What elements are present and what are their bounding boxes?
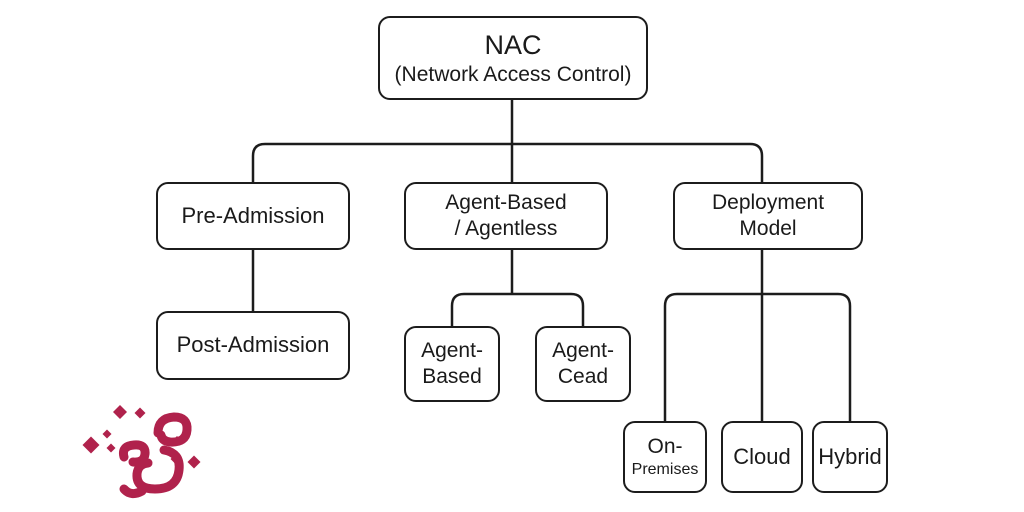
- node-post-admission-label: Post-Admission: [176, 332, 330, 358]
- connector-deploy-crossbar: [663, 292, 852, 421]
- node-cloud-label: Cloud: [733, 443, 791, 469]
- node-pre-admission-label: Pre-Admission: [181, 202, 325, 228]
- node-hybrid-label: Hybrid: [818, 443, 882, 469]
- connector-group: [251, 99, 852, 421]
- node-nac-subtitle: (Network Access Control): [394, 62, 632, 86]
- node-agent-cead-line1: Agent-: [552, 339, 614, 363]
- brand-logo-icon: [82, 405, 201, 499]
- node-nac-title: NAC: [484, 29, 542, 60]
- node-agent-based: Agent- Based: [404, 326, 500, 402]
- logo-stroke: [132, 445, 184, 494]
- node-pre-admission: Pre-Admission: [156, 182, 350, 250]
- node-deployment-model-line1: Deployment: [711, 191, 825, 215]
- logo-diamond: [187, 455, 201, 469]
- node-deployment-model-line2: Model: [739, 217, 797, 240]
- connector-top-crossbar: [251, 142, 764, 182]
- node-agent-based-agentless: Agent-Based / Agentless: [404, 182, 608, 250]
- node-cloud: Cloud: [721, 421, 803, 493]
- node-post-admission: Post-Admission: [156, 311, 350, 380]
- logo-diamond: [106, 443, 116, 453]
- node-on-premises-line1: On-: [647, 435, 683, 459]
- node-hybrid: Hybrid: [812, 421, 888, 493]
- node-deployment-model: Deployment Model: [673, 182, 863, 250]
- node-agent-based-line2: Based: [422, 365, 482, 388]
- node-on-premises: On- Premises: [623, 421, 707, 493]
- connector-mode-crossbar: [450, 292, 585, 326]
- node-agent-cead: Agent- Cead: [535, 326, 631, 402]
- logo-stroke: [153, 412, 192, 447]
- logo-diamond: [102, 429, 112, 439]
- logo-calligraphy: [119, 412, 192, 499]
- node-nac: NAC (Network Access Control): [378, 16, 648, 100]
- logo-diamond: [113, 405, 127, 419]
- node-on-premises-line2: Premises: [631, 461, 699, 479]
- node-agent-based-line1: Agent-: [421, 339, 483, 363]
- logo-diamond: [134, 407, 146, 419]
- logo-stroke: [119, 440, 150, 467]
- logo-diamond: [82, 436, 100, 454]
- node-agent-cead-line2: Cead: [557, 365, 609, 388]
- logo-stroke: [119, 484, 147, 499]
- node-agent-based-agentless-line2: / Agentless: [454, 217, 558, 240]
- node-agent-based-agentless-line1: Agent-Based: [445, 191, 567, 215]
